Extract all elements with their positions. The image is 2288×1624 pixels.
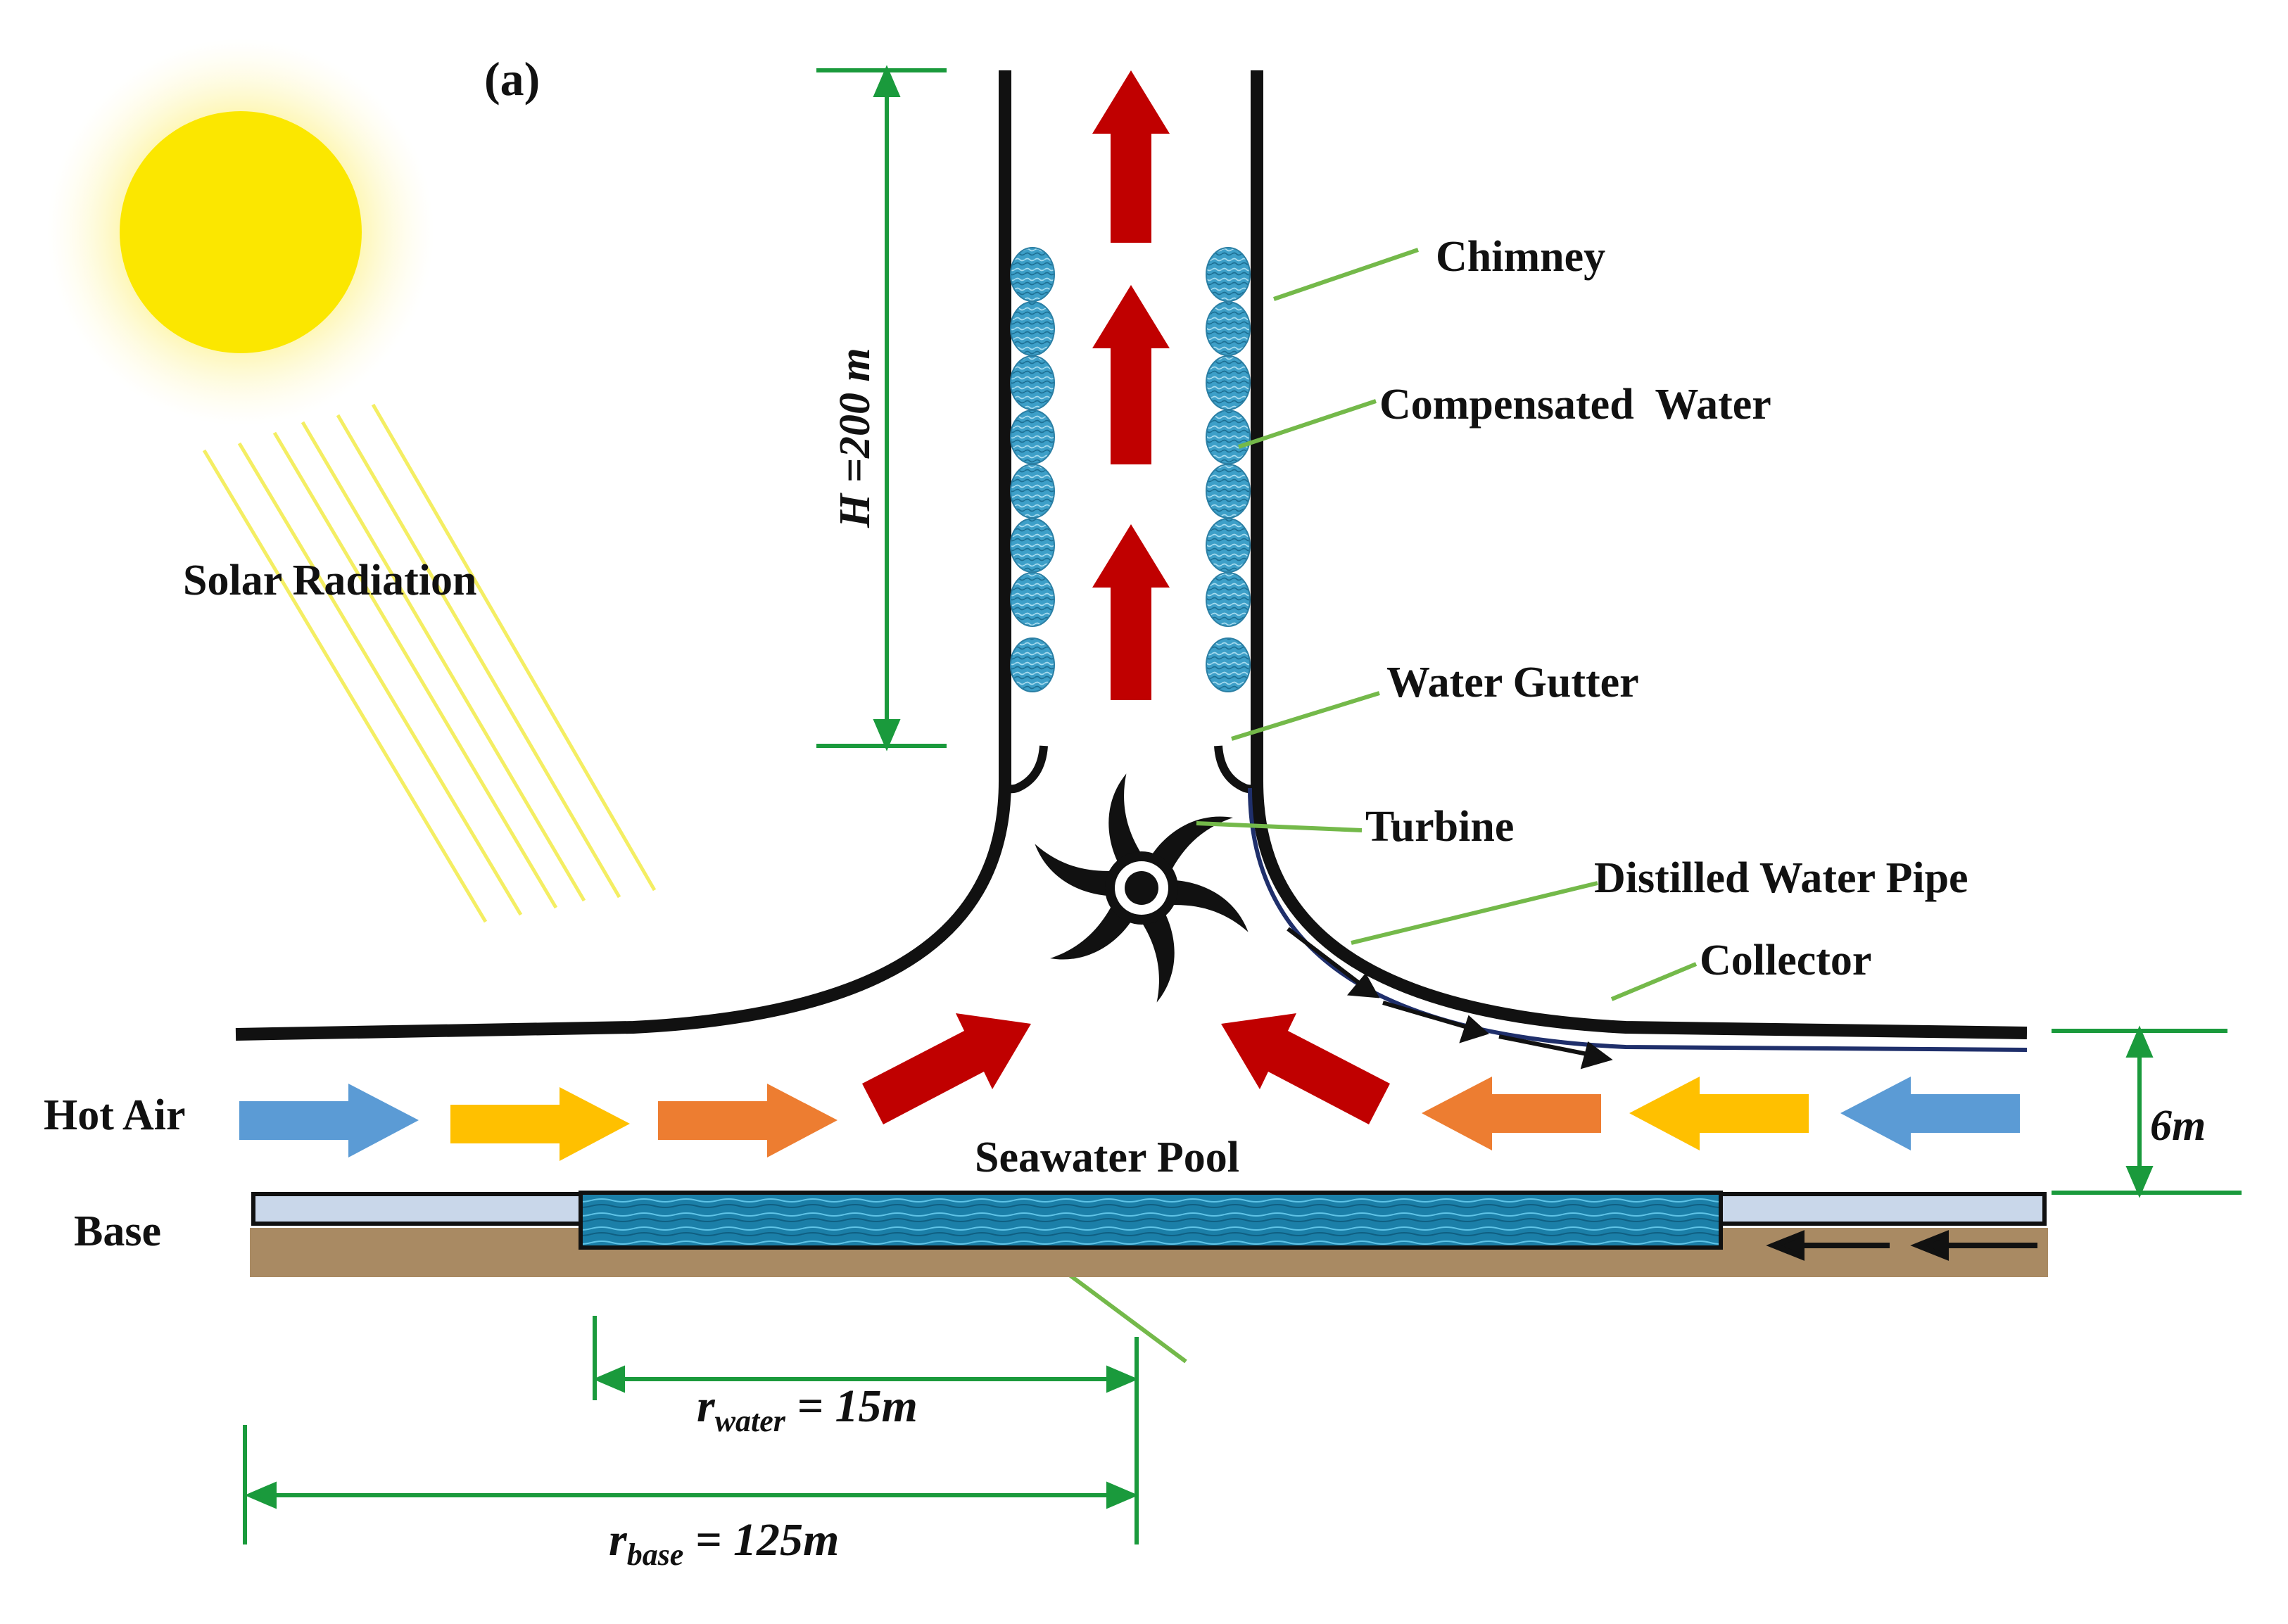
hot-air-arrow-yellow — [450, 1087, 630, 1161]
updraft-arrows — [1092, 70, 1170, 700]
r-base-dimension — [243, 1425, 1139, 1544]
water-drop-icon — [1206, 355, 1251, 410]
pointer-lines — [1033, 248, 1698, 1364]
base-plate-right — [1719, 1192, 2047, 1226]
hot-air-arrow-red-right — [1221, 1013, 1390, 1124]
base-flow-arrows — [1766, 1230, 2037, 1261]
solar-radiation-label: Solar Radiation — [183, 557, 476, 604]
pipe-flow-arrows — [1287, 927, 1613, 1070]
hot-air-arrows-left — [239, 1013, 1031, 1161]
seawater-pool — [579, 1191, 1723, 1250]
base-label: Base — [74, 1207, 161, 1255]
turbine-icon — [1035, 773, 1249, 1003]
water-drop-icon — [1010, 247, 1055, 302]
water-drop-icon — [1206, 572, 1251, 627]
chimney-label: Chimney — [1436, 233, 1605, 281]
hot-air-arrow-orange — [658, 1084, 838, 1157]
water-drop-icon — [1010, 410, 1055, 464]
base-plate-left — [251, 1192, 583, 1226]
compensated-water-label: Compensated Water — [1379, 381, 1771, 429]
panel-label: (a) — [484, 52, 540, 106]
water-drop-icon — [1206, 637, 1251, 692]
water-drop-icon — [1206, 301, 1251, 356]
water-drop-icon — [1206, 518, 1251, 573]
hot-air-arrow-orange-right — [1422, 1077, 1601, 1150]
hot-air-arrows-right — [1221, 1013, 2020, 1150]
water-drop-icon — [1206, 464, 1251, 519]
hot-air-arrow-blue-right — [1840, 1077, 2020, 1150]
compensated-water-left — [1010, 247, 1055, 692]
water-drop-icon — [1010, 518, 1055, 573]
collector — [235, 780, 2028, 1041]
solar-rays — [202, 403, 657, 923]
distilled-water-pipe-label: Distilled Water Pipe — [1594, 854, 1968, 902]
collector-height-label: 6m — [2150, 1102, 2206, 1150]
seawater-pool-label: Seawater Pool — [975, 1134, 1239, 1181]
chimney — [999, 70, 1263, 781]
water-drop-icon — [1010, 572, 1055, 627]
hot-air-arrow-red — [862, 1013, 1031, 1124]
collector-label: Collector — [1700, 937, 1871, 984]
collector-height-dimension — [2052, 1025, 2242, 1198]
water-drop-icon — [1010, 464, 1055, 519]
water-drop-icon — [1010, 355, 1055, 410]
hot-air-arrow-yellow-right — [1629, 1077, 1809, 1150]
chimney-height-label: H =200 m — [831, 348, 879, 528]
r-water-label: rwater = 15m — [697, 1381, 918, 1438]
chimney-height-dimension — [816, 65, 947, 751]
hot-air-arrow-blue — [239, 1084, 419, 1157]
sun-icon — [47, 39, 434, 426]
r-base-label: rbase = 125m — [609, 1514, 839, 1572]
r-water-dimension — [593, 1316, 1139, 1544]
water-gutter-label: Water Gutter — [1386, 659, 1639, 706]
water-gutter — [1001, 745, 1261, 794]
hot-air-label: Hot Air — [44, 1091, 185, 1139]
water-drop-icon — [1206, 247, 1251, 302]
water-drop-icon — [1010, 301, 1055, 356]
distilled-water-pipe — [1248, 787, 2028, 1052]
water-drop-icon — [1010, 637, 1055, 692]
compensated-water-right — [1206, 247, 1251, 692]
turbine-label: Turbine — [1365, 803, 1514, 851]
water-drop-icon — [1206, 410, 1251, 464]
